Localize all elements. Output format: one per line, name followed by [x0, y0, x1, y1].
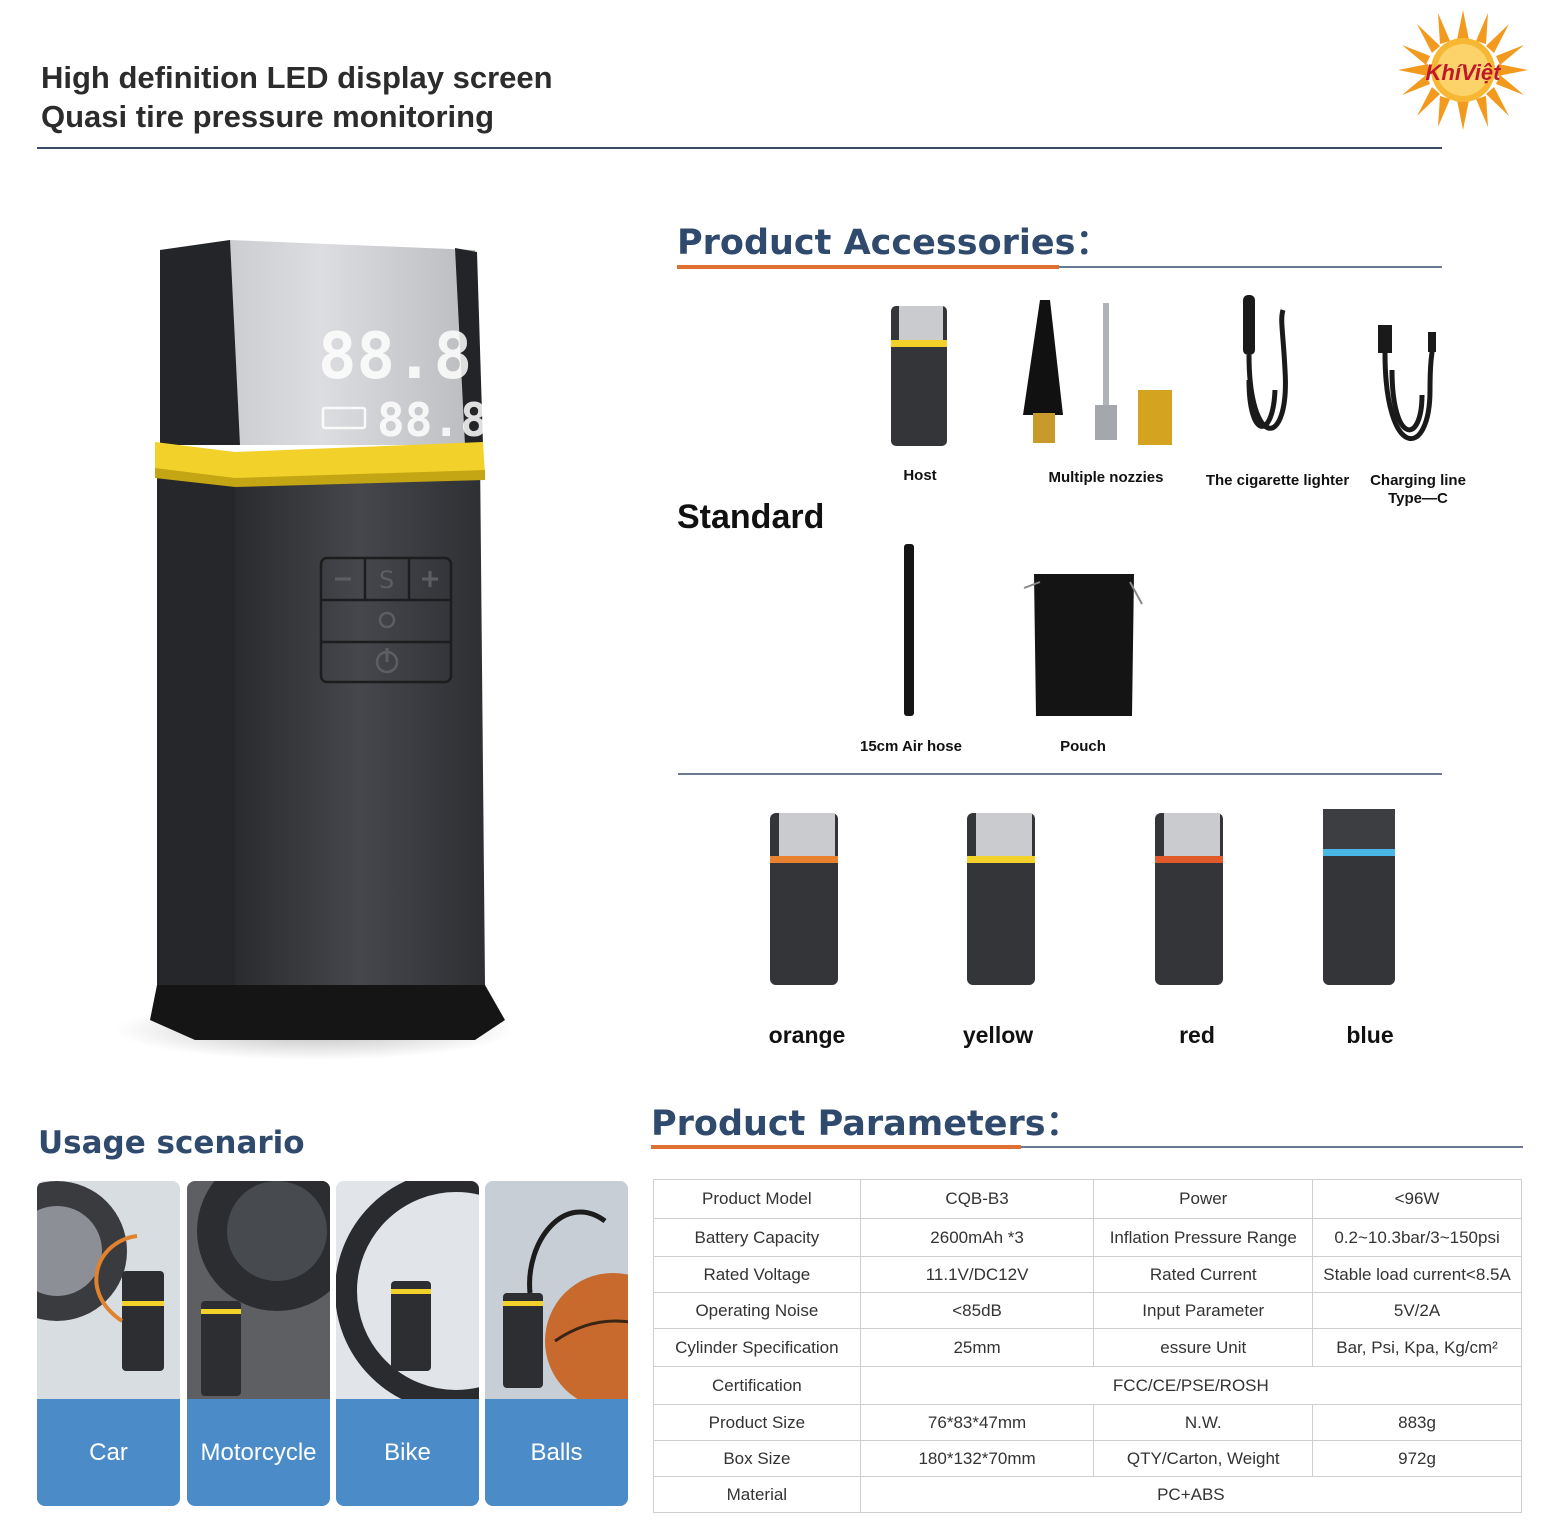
table-cell: Bar, Psi, Kpa, Kg/cm²	[1312, 1328, 1522, 1367]
color-variant-red-image	[1155, 813, 1223, 985]
accessory-label-host: Host	[903, 467, 937, 484]
plus-button-icon	[422, 571, 438, 587]
table-row: Certification FCC/CE/PSE/ROSH	[653, 1366, 1523, 1405]
cigarette-lighter-image	[1243, 295, 1288, 431]
table-row: Box Size 180*132*70mm QTY/Carton, Weight…	[653, 1440, 1522, 1477]
table-cell: Material	[653, 1476, 861, 1513]
table-cell: 972g	[1312, 1440, 1522, 1477]
svg-text:S: S	[379, 566, 394, 594]
usage-photo-balls	[485, 1181, 628, 1399]
table-cell: FCC/CE/PSE/ROSH	[859, 1366, 1523, 1405]
table-cell: Power	[1093, 1179, 1314, 1219]
accessories-rule-accent	[677, 265, 1059, 269]
table-cell: QTY/Carton, Weight	[1093, 1440, 1314, 1477]
table-row: Rated Voltage 11.1V/DC12V Rated Current …	[653, 1256, 1522, 1293]
logo-text: KhíViệt	[1425, 60, 1501, 85]
display-top-readout: 88.8	[318, 320, 472, 394]
table-cell: Product Model	[653, 1179, 861, 1219]
color-variant-yellow-image	[967, 813, 1035, 985]
color-label-yellow: yellow	[962, 1022, 1034, 1048]
color-label-blue: blue	[1346, 1022, 1394, 1048]
parameters-rule	[651, 1146, 1523, 1148]
sun-icon	[1398, 10, 1528, 130]
usage-tile-balls: Balls	[485, 1181, 628, 1506]
usage-photo-bike	[336, 1181, 479, 1399]
accessory-label-charging-line: Charging line	[1370, 472, 1466, 489]
usage-tile-bike: Bike	[336, 1181, 479, 1506]
brand-logo: KhíViệt	[1398, 10, 1528, 130]
table-row: Battery Capacity 2600mAh *3 Inflation Pr…	[653, 1218, 1522, 1257]
table-cell: 180*132*70mm	[859, 1440, 1095, 1477]
table-row: Operating Noise <85dB Input Parameter 5V…	[653, 1292, 1522, 1329]
s-button-icon: S	[379, 566, 394, 594]
table-cell: 883g	[1312, 1404, 1522, 1441]
accessory-label-air-hose: 15cm Air hose	[860, 738, 962, 755]
usage-tile-motorcycle: Motorcycle	[187, 1181, 330, 1506]
table-row: Product Size 76*83*47mm N.W. 883g	[653, 1404, 1522, 1441]
display-bottom-readout: 88.8	[377, 393, 488, 447]
light-button-icon	[378, 611, 396, 629]
parameters-table: Product Model CQB-B3 Power <96W Battery …	[653, 1179, 1523, 1513]
power-button-icon	[375, 648, 399, 674]
table-cell: essure Unit	[1093, 1328, 1314, 1367]
table-cell: Inflation Pressure Range	[1093, 1218, 1314, 1257]
accessories-title: Product Accessories：	[677, 223, 1111, 263]
table-cell: 5V/2A	[1312, 1292, 1522, 1329]
nozzles-image	[1023, 300, 1172, 445]
color-label-red: red	[1179, 1022, 1215, 1048]
table-cell: N.W.	[1093, 1404, 1314, 1441]
accessory-label-charging-type: Type—C	[1388, 490, 1448, 507]
table-cell: 76*83*47mm	[859, 1404, 1095, 1441]
table-cell: Input Parameter	[1093, 1292, 1314, 1329]
table-cell: Rated Current	[1093, 1256, 1314, 1293]
color-variant-orange-image	[770, 813, 838, 985]
table-cell: CQB-B3	[859, 1179, 1095, 1219]
color-variant-blue-image	[1323, 809, 1395, 985]
table-cell: Operating Noise	[653, 1292, 861, 1329]
table-row: Product Model CQB-B3 Power <96W	[653, 1179, 1522, 1219]
accessory-label-cigarette-lighter: The cigarette lighter	[1205, 472, 1350, 489]
usage-tile-car: Car	[37, 1181, 180, 1506]
table-cell: Battery Capacity	[653, 1218, 861, 1257]
table-cell: Product Size	[653, 1404, 861, 1441]
host-image	[891, 306, 947, 446]
product-main-image: 88.8 88.8 S	[115, 240, 515, 1060]
accessory-label-pouch: Pouch	[1060, 738, 1106, 755]
table-cell: <85dB	[859, 1292, 1095, 1329]
table-cell: <96W	[1312, 1179, 1522, 1219]
air-hose-image	[904, 544, 914, 716]
table-row: Material PC+ABS	[653, 1476, 1523, 1513]
color-label-orange: orange	[768, 1022, 846, 1048]
pouch-image	[1023, 574, 1143, 716]
table-cell: Box Size	[653, 1440, 861, 1477]
usage-label-balls: Balls	[530, 1438, 583, 1466]
colors-divider	[678, 773, 1442, 775]
charging-cable-image	[1378, 325, 1436, 441]
table-cell: 11.1V/DC12V	[859, 1256, 1095, 1293]
parameters-rule-accent	[651, 1145, 1021, 1149]
table-cell: 2600mAh *3	[859, 1218, 1095, 1257]
usage-photo-motorcycle	[187, 1181, 330, 1399]
usage-label-bike: Bike	[384, 1438, 431, 1466]
header-divider	[37, 147, 1442, 149]
header-line-1: High definition LED display screen	[41, 60, 553, 95]
header-line-2: Quasi tire pressure monitoring	[41, 99, 495, 134]
usage-label-motorcycle: Motorcycle	[200, 1438, 317, 1466]
table-cell: PC+ABS	[859, 1476, 1523, 1513]
usage-title: Usage scenario	[38, 1125, 305, 1161]
table-cell: Cylinder Specification	[653, 1328, 861, 1367]
usage-label-car: Car	[89, 1438, 128, 1466]
table-cell: Certification	[653, 1366, 861, 1405]
parameters-title: Product Parameters：	[651, 1104, 1081, 1144]
table-cell: 25mm	[859, 1328, 1095, 1367]
usage-photo-car	[37, 1181, 180, 1399]
standard-label: Standard	[677, 498, 825, 536]
accessories-rule	[677, 266, 1442, 268]
accessory-label-nozzles: Multiple nozzies	[1048, 469, 1164, 486]
table-cell: Rated Voltage	[653, 1256, 861, 1293]
table-row: Cylinder Specification 25mm essure Unit …	[653, 1328, 1522, 1367]
table-cell: 0.2~10.3bar/3~150psi	[1312, 1218, 1522, 1257]
table-cell: Stable load current<8.5A	[1312, 1256, 1522, 1293]
